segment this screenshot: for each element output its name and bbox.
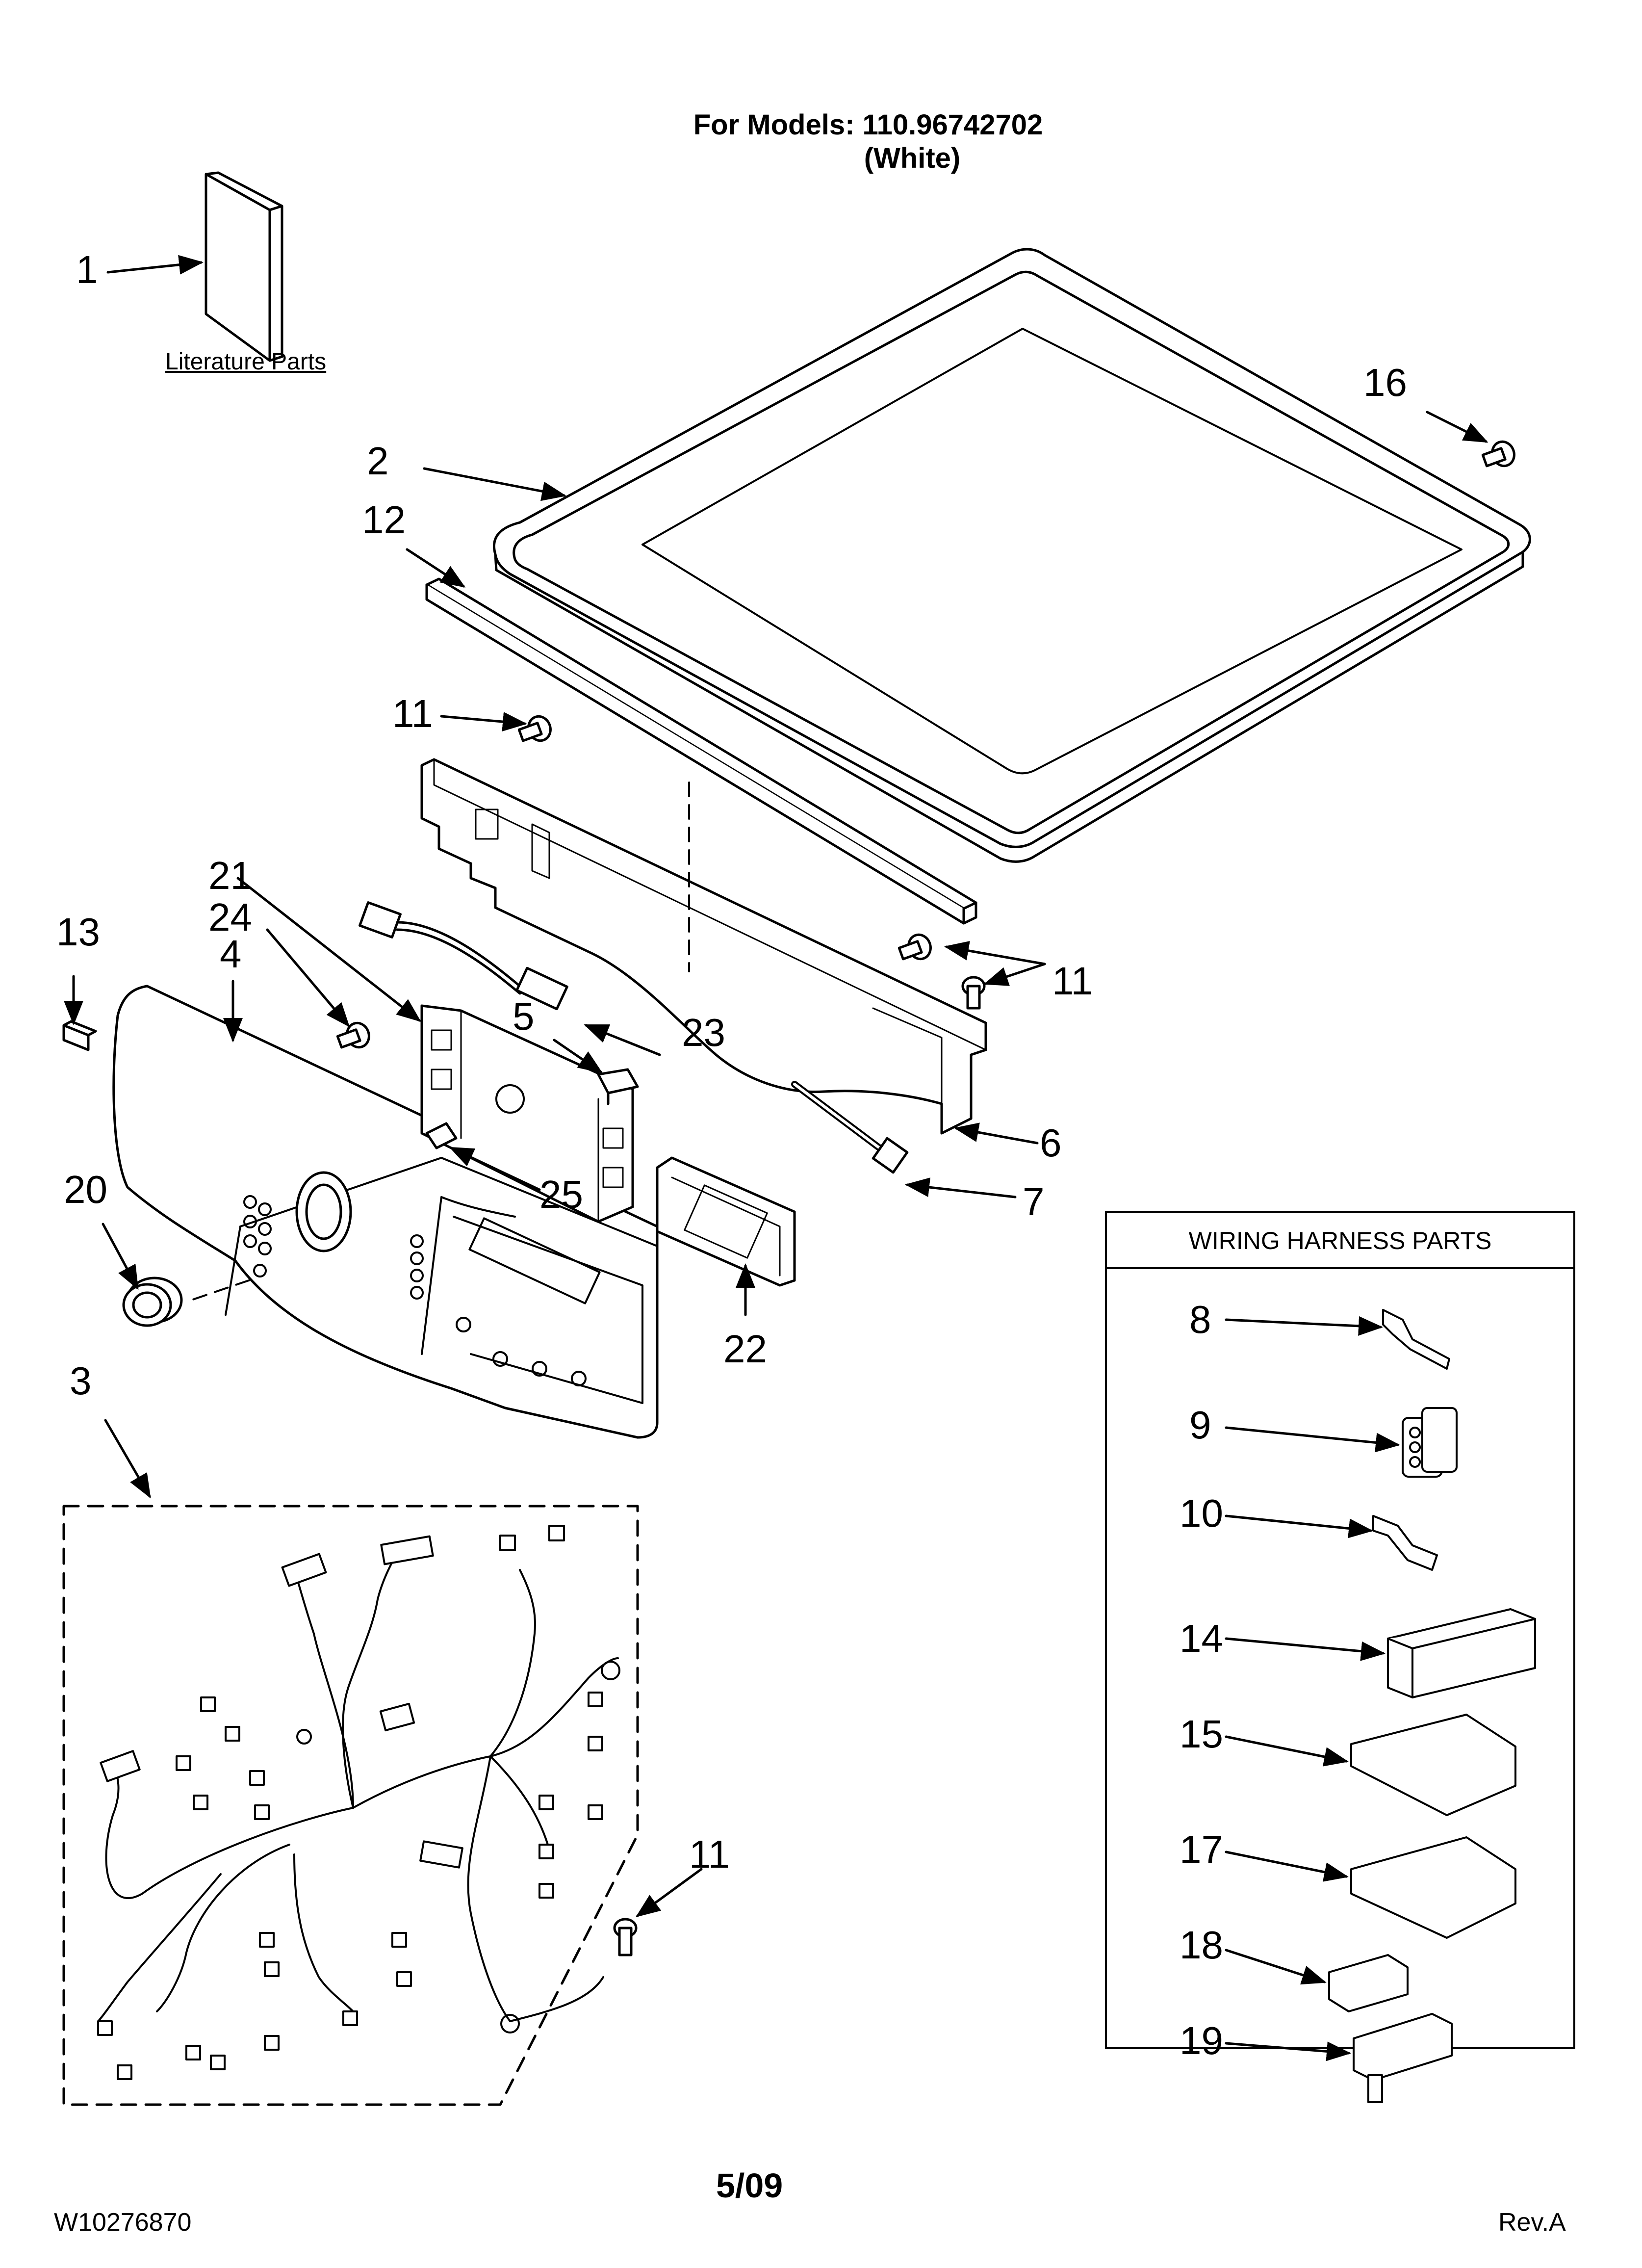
harness-connectors bbox=[97, 1525, 603, 2080]
callout-3: 3 bbox=[70, 1359, 92, 1403]
doc-number: W10276870 bbox=[54, 2208, 192, 2237]
callout-8: 8 bbox=[1189, 1298, 1211, 1341]
callout-5: 5 bbox=[513, 994, 535, 1038]
callout-15: 15 bbox=[1180, 1712, 1223, 1756]
callout-1: 1 bbox=[76, 248, 98, 291]
control-board bbox=[420, 1004, 634, 1223]
literature-booklet bbox=[205, 171, 283, 362]
knob bbox=[122, 1277, 183, 1327]
callout-21: 21 bbox=[208, 854, 252, 897]
callout-12: 12 bbox=[362, 498, 406, 542]
callout-16: 16 bbox=[1363, 361, 1407, 404]
button-pad bbox=[62, 1020, 97, 1051]
callout-23: 23 bbox=[682, 1011, 725, 1054]
callout-6: 6 bbox=[1040, 1121, 1062, 1165]
ui-board bbox=[656, 1156, 796, 1287]
main-wire-harness bbox=[97, 1544, 620, 2033]
top-panel bbox=[492, 248, 1531, 863]
title-color: (White) bbox=[864, 142, 961, 174]
callout-25: 25 bbox=[539, 1173, 583, 1216]
callout-17: 17 bbox=[1180, 1827, 1223, 1871]
literature-parts-label: Literature Parts bbox=[165, 349, 327, 375]
jumper-harness bbox=[359, 901, 568, 1011]
title-models: For Models: 110.96742702 bbox=[693, 109, 1043, 141]
callout-9: 9 bbox=[1189, 1403, 1211, 1447]
wiring-box-parts bbox=[1328, 1309, 1536, 2103]
callout-7: 7 bbox=[1023, 1180, 1045, 1224]
callout-10: 10 bbox=[1180, 1491, 1223, 1535]
callout-13: 13 bbox=[56, 910, 100, 954]
callout-11-top: 11 bbox=[392, 692, 434, 735]
harness-enclosure bbox=[62, 1505, 639, 2106]
console-bracket bbox=[420, 758, 987, 1135]
leader-arrows bbox=[64, 255, 1488, 2061]
callout-18: 18 bbox=[1180, 1923, 1223, 1967]
callout-11-right: 11 bbox=[1052, 959, 1093, 1003]
revision-date: 5/09 bbox=[716, 2166, 783, 2205]
revision-label: Rev.A bbox=[1498, 2208, 1566, 2237]
assembly-lines bbox=[190, 782, 690, 1301]
switch bbox=[597, 1068, 639, 1105]
callout-14: 14 bbox=[1180, 1616, 1223, 1660]
screws bbox=[336, 440, 1515, 1956]
console-panel bbox=[112, 985, 659, 1439]
small-switch bbox=[425, 1122, 458, 1149]
callout-2: 2 bbox=[367, 439, 389, 483]
callout-20: 20 bbox=[64, 1168, 107, 1211]
callout-19: 19 bbox=[1180, 2019, 1223, 2062]
callout-24: 24 bbox=[208, 895, 252, 939]
console-buttons bbox=[243, 1195, 587, 1386]
callout-4: 4 bbox=[220, 932, 242, 976]
callout-11-bottom: 11 bbox=[689, 1832, 730, 1876]
strip bbox=[425, 577, 977, 925]
cable-tie bbox=[791, 1081, 909, 1174]
callout-22: 22 bbox=[723, 1327, 767, 1371]
wiring-box-heading: WIRING HARNESS PARTS bbox=[1188, 1227, 1492, 1254]
